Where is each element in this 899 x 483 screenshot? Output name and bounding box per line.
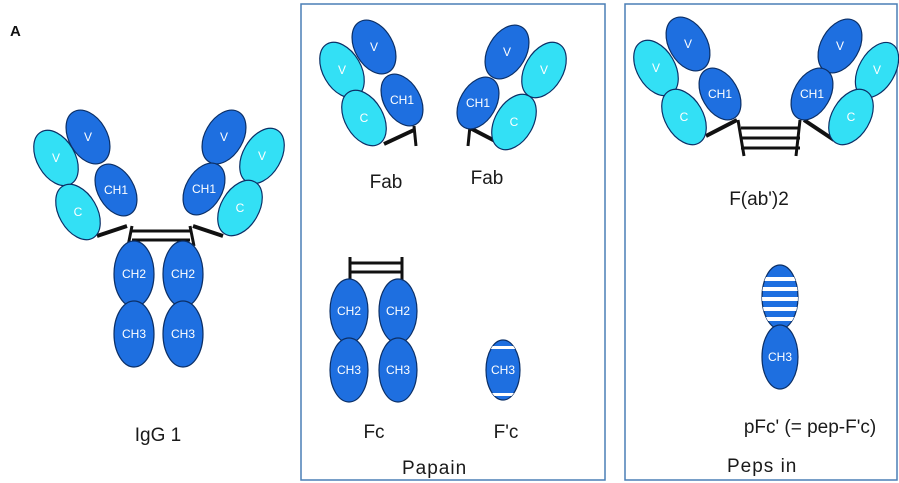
pfc-fragment: CH3 — [761, 264, 799, 390]
digested-stripe — [762, 287, 798, 291]
light-chain-link — [383, 128, 415, 146]
domain-label: V — [873, 63, 881, 77]
v-domain-heavy — [665, 16, 711, 72]
digested-stripe — [762, 277, 798, 281]
v-domain-heavy — [484, 24, 530, 80]
c-domain-light — [491, 93, 537, 151]
domain-label: CH2 — [122, 267, 146, 281]
igg1-structure: V V C CH1 V V C CH1 CH2 CH2 CH3 CH3 — [33, 109, 285, 368]
light-chain-link — [705, 118, 738, 138]
domain-label: V — [503, 45, 511, 59]
domain-label: CH3 — [491, 363, 515, 377]
digested-stripe — [486, 393, 520, 396]
ch3-domain — [485, 339, 521, 401]
v-domain-heavy — [351, 19, 397, 75]
ch3-domain — [329, 337, 369, 403]
hinge-line — [794, 119, 802, 157]
domain-label: CH3 — [122, 327, 146, 341]
domain-label: V — [338, 63, 346, 77]
papain-panel-frame — [300, 3, 606, 481]
light-chain-link — [96, 224, 128, 238]
domain-label: C — [74, 205, 83, 219]
c-domain-light — [828, 88, 874, 146]
domain-label: C — [236, 201, 245, 215]
ch3-domain — [378, 337, 418, 403]
c-domain-light — [55, 183, 101, 241]
hinge-line — [188, 225, 196, 247]
domain-label: CH1 — [390, 93, 414, 107]
ch1-domain — [380, 73, 424, 127]
digested-stripe — [486, 346, 520, 349]
domain-label: CH1 — [192, 182, 216, 196]
light-chain-link — [192, 224, 224, 238]
papain-panel-label: Papain — [402, 458, 467, 479]
fab-label-right: Fab — [471, 168, 504, 189]
domain-label: V — [220, 130, 228, 144]
fab2-fragment: V V C CH1 V V C CH1 — [633, 16, 899, 157]
igg1-label: IgG 1 — [135, 425, 181, 446]
digested-stripe — [762, 307, 798, 311]
hinge-line — [736, 119, 746, 157]
ch3-domain — [162, 300, 204, 368]
domain-label: C — [510, 115, 519, 129]
domain-label: V — [836, 39, 844, 53]
domain-label: V — [684, 37, 692, 51]
domain-label: V — [84, 130, 92, 144]
domain-label: CH1 — [104, 183, 128, 197]
fab2-label: F(ab')2 — [729, 189, 789, 210]
domain-label: CH1 — [708, 87, 732, 101]
fpc-fragment: CH3 — [485, 339, 521, 401]
domain-label: CH2 — [337, 304, 361, 318]
ch1-domain — [182, 162, 226, 216]
domain-label: CH3 — [386, 363, 410, 377]
domain-label: CH2 — [386, 304, 410, 318]
domain-label: V — [540, 63, 548, 77]
domain-label: V — [52, 151, 60, 165]
digested-stripe — [762, 297, 798, 301]
v-domain-heavy — [201, 109, 247, 165]
domain-label: C — [847, 110, 856, 124]
pfc-label: pFc' (= pep-F'c) — [744, 417, 876, 438]
c-domain-light — [341, 89, 387, 147]
ch1-domain — [790, 67, 834, 121]
c-domain-light — [217, 179, 263, 237]
fc-fragment: CH2 CH2 CH3 CH3 — [329, 257, 418, 403]
fab-fragment-left: V V C CH1 — [319, 19, 424, 147]
domain-label: C — [360, 111, 369, 125]
c-domain-light — [661, 88, 707, 146]
domain-label: C — [680, 110, 689, 124]
fab-label-left: Fab — [370, 172, 403, 193]
domain-label: CH1 — [800, 87, 824, 101]
ch1-domain — [698, 67, 742, 121]
fab-fragment-right: V V C CH1 — [456, 24, 567, 151]
domain-label: V — [258, 149, 266, 163]
ch3-domain — [761, 324, 799, 390]
ch1-domain — [94, 163, 138, 217]
ch1-domain — [456, 76, 500, 130]
ch3-domain — [113, 300, 155, 368]
domain-label: CH3 — [768, 350, 792, 364]
domain-label: CH1 — [466, 96, 490, 110]
domain-label: CH3 — [337, 363, 361, 377]
digested-stripe — [762, 317, 798, 321]
domain-label: V — [652, 61, 660, 75]
panel-letter: A — [10, 23, 21, 40]
domain-label: CH2 — [171, 267, 195, 281]
light-chain-link — [802, 118, 836, 142]
pepsin-panel-frame — [624, 3, 898, 481]
v-domain-heavy — [65, 109, 111, 165]
fc-label: Fc — [363, 422, 384, 443]
fpc-label: F'c — [494, 422, 519, 443]
pepsin-panel-label: Peps in — [727, 456, 797, 477]
domain-label: V — [370, 40, 378, 54]
domain-label: CH3 — [171, 327, 195, 341]
hinge-line — [412, 125, 418, 147]
